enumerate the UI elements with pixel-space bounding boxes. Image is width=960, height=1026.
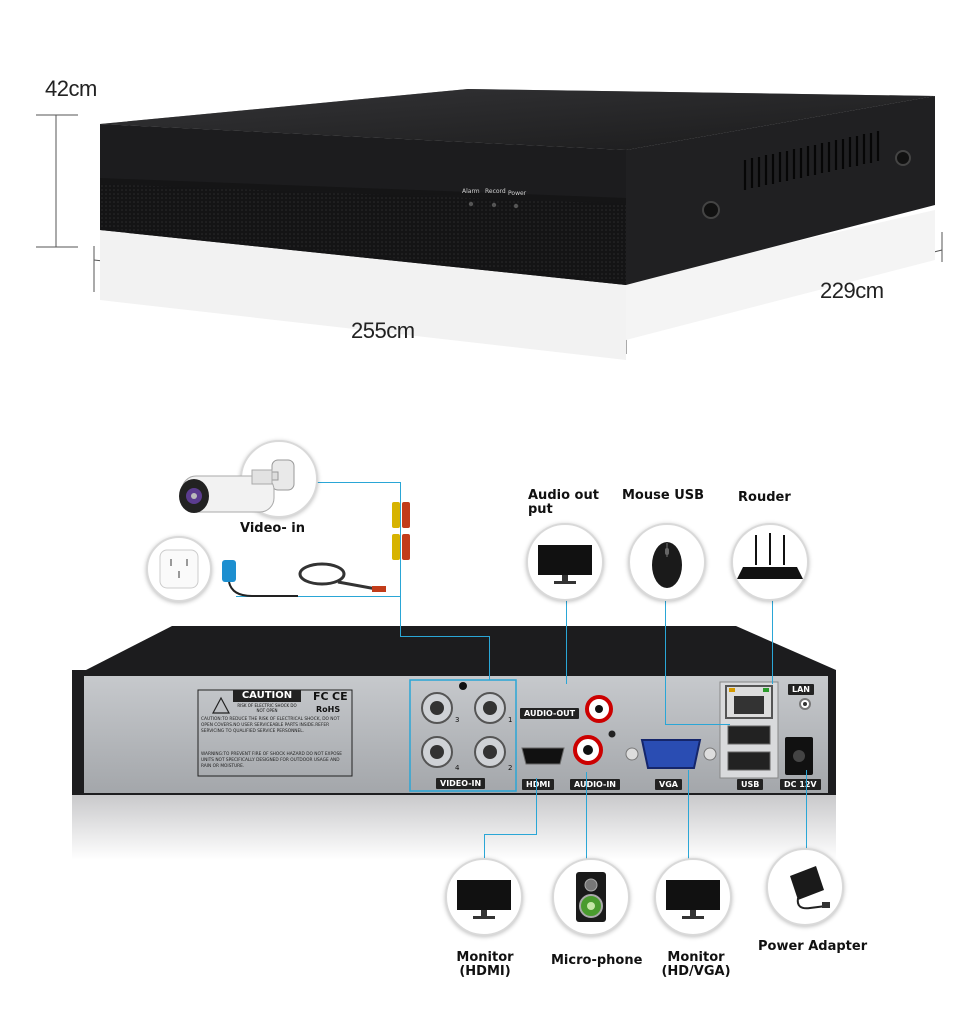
audio-out-port-label: AUDIO-OUT — [520, 708, 580, 719]
height-dimension: 42cm — [45, 76, 97, 101]
bullet-camera-icon — [179, 469, 275, 513]
router-circle — [731, 523, 809, 601]
monitor-icon — [538, 545, 592, 584]
power-adapter-cable-icon — [222, 560, 386, 597]
router-icon — [737, 533, 803, 579]
monitor-icon — [457, 880, 511, 919]
speaker-icon — [576, 872, 606, 922]
monitor-vga-label: Monitor (HD/VGA) — [661, 950, 731, 979]
bnc-number: 2 — [508, 764, 513, 772]
bnc-number: 3 — [455, 716, 460, 724]
power-adapter-label: Power Adapter — [758, 939, 868, 954]
monitor-icon — [666, 880, 720, 919]
video-in-label: Video- in — [240, 521, 305, 536]
audio-in-port-label: AUDIO-IN — [570, 779, 620, 790]
caution-subtitle: RISK OF ELECTRIC SHOCK DO NOT OPEN — [237, 703, 297, 713]
audio-out-label: Audio out put — [528, 488, 599, 517]
screw-icon — [702, 201, 720, 219]
dvr-rear-view — [72, 626, 836, 860]
warning-text: WARNING:TO PREVENT FIRE OF SHOCK HAZARD … — [201, 752, 342, 769]
microphone-circle — [552, 858, 630, 936]
record-led-icon — [491, 202, 497, 208]
vga-port-icon — [640, 739, 702, 769]
monitor-hdmi-circle — [445, 858, 523, 936]
width-dimension: 255cm — [351, 318, 415, 343]
warning-triangle-icon — [212, 696, 230, 714]
router-label: Rouder — [738, 490, 791, 505]
ce-mark: CE — [332, 690, 348, 703]
alarm-led-icon — [468, 201, 474, 207]
mouse-icon — [652, 542, 682, 588]
dvr-front-view — [36, 89, 943, 360]
video-in-highlight-box — [409, 679, 517, 792]
dc-port-label: DC 12V — [780, 779, 821, 790]
microphone-label: Micro-phone — [551, 953, 643, 968]
power-label: Power — [508, 190, 527, 197]
usb-port-icon — [727, 751, 771, 771]
vga-port-label: VGA — [655, 779, 682, 790]
usb-port-icon — [727, 725, 771, 745]
fc-mark: FC — [313, 690, 329, 703]
depth-dimension: 229cm — [820, 278, 884, 303]
caution-text: CAUTION:TO REDUCE THE RISK OF ELECTRICAL… — [201, 717, 340, 734]
side-vents — [743, 131, 880, 190]
bnc-cable-icon — [392, 502, 410, 560]
mouse-usb-label: Mouse USB — [622, 488, 705, 503]
record-label: Record — [485, 188, 506, 195]
rohs-mark: RoHS — [316, 705, 341, 714]
hdmi-port-icon — [521, 747, 565, 765]
monitor-hdmi-label: Monitor (HDMI) — [456, 950, 514, 979]
bnc-connectors — [421, 692, 506, 768]
power-socket-circle — [146, 536, 212, 602]
bnc-number: 4 — [455, 764, 460, 772]
hdmi-port-label: HDMI — [522, 779, 555, 790]
usb-port-label: USB — [737, 779, 764, 790]
video-in-port-label: VIDEO-IN — [436, 778, 486, 789]
screw-icon — [895, 150, 911, 166]
power-led-icon — [513, 203, 519, 209]
alarm-label: Alarm — [462, 188, 480, 195]
bnc-number: 1 — [508, 716, 513, 724]
power-adapter-icon — [790, 866, 830, 910]
mouse-circle — [628, 523, 706, 601]
monitor-vga-circle — [654, 858, 732, 936]
audio-out-circle — [526, 523, 604, 601]
power-adapter-circle — [766, 848, 844, 926]
lan-port-label: LAN — [788, 684, 814, 695]
caution-title: CAUTION — [233, 690, 301, 702]
power-socket-icon — [159, 549, 199, 589]
